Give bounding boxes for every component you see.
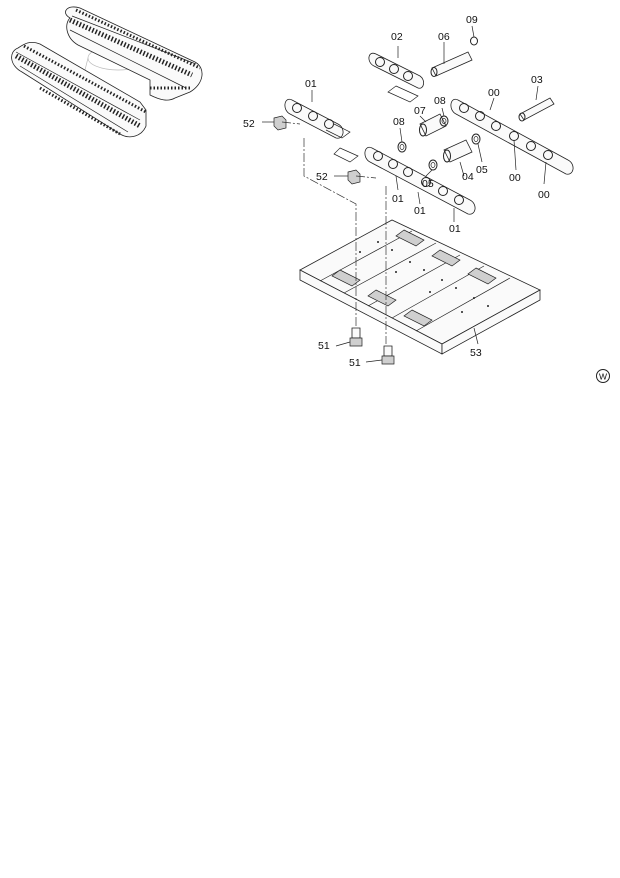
label-01-middle: 01: [392, 193, 404, 205]
label-01-bottom: 01: [449, 223, 461, 235]
label-01-lower: 01: [414, 205, 426, 217]
label-00-middle: 00: [509, 172, 521, 184]
seals: [397, 115, 481, 171]
bolt-51-right: [381, 345, 395, 365]
track-link-01-left: [284, 98, 359, 163]
bushing-07: [419, 113, 447, 137]
alignment-lines: [281, 121, 387, 344]
label-52-lower: 52: [316, 171, 328, 183]
label-52-upper: 52: [243, 118, 255, 130]
label-08-right: 08: [434, 95, 446, 107]
label-05-right: 05: [476, 164, 488, 176]
nut-52-upper: [273, 115, 287, 131]
label-51-upper: 51: [318, 340, 330, 352]
pin-03: [518, 97, 555, 122]
bolt-51-left: [349, 327, 363, 347]
label-51-lower: 51: [349, 357, 361, 369]
track-link-02: [368, 52, 424, 103]
callout-labels: 02 06 09 03 01 00 07 08 08 52 52 04 05 0…: [243, 14, 550, 369]
track-link-00-right: [450, 98, 574, 175]
label-06: 06: [438, 31, 450, 43]
bushing-04: [443, 139, 473, 163]
track-shoe-53: [299, 219, 541, 355]
label-09: 09: [466, 14, 478, 26]
track-link-01-middle: [364, 146, 476, 215]
variant-mark-text: W: [599, 372, 607, 382]
label-00-top: 00: [488, 87, 500, 99]
label-04: 04: [462, 171, 474, 183]
label-02: 02: [391, 31, 403, 43]
label-07: 07: [414, 105, 426, 117]
snap-ring-09: [470, 36, 478, 46]
label-05-left: 05: [422, 178, 434, 190]
label-00-bottom: 00: [538, 189, 550, 201]
nut-52-lower: [347, 169, 361, 185]
label-53: 53: [470, 347, 482, 359]
label-03: 03: [531, 74, 543, 86]
label-08-left: 08: [393, 116, 405, 128]
pin-06: [430, 51, 473, 77]
crawler-overview-illustration: [11, 6, 203, 138]
label-01-top: 01: [305, 78, 317, 90]
variant-mark-badge: W: [596, 369, 610, 383]
leader-lines: [262, 25, 547, 363]
